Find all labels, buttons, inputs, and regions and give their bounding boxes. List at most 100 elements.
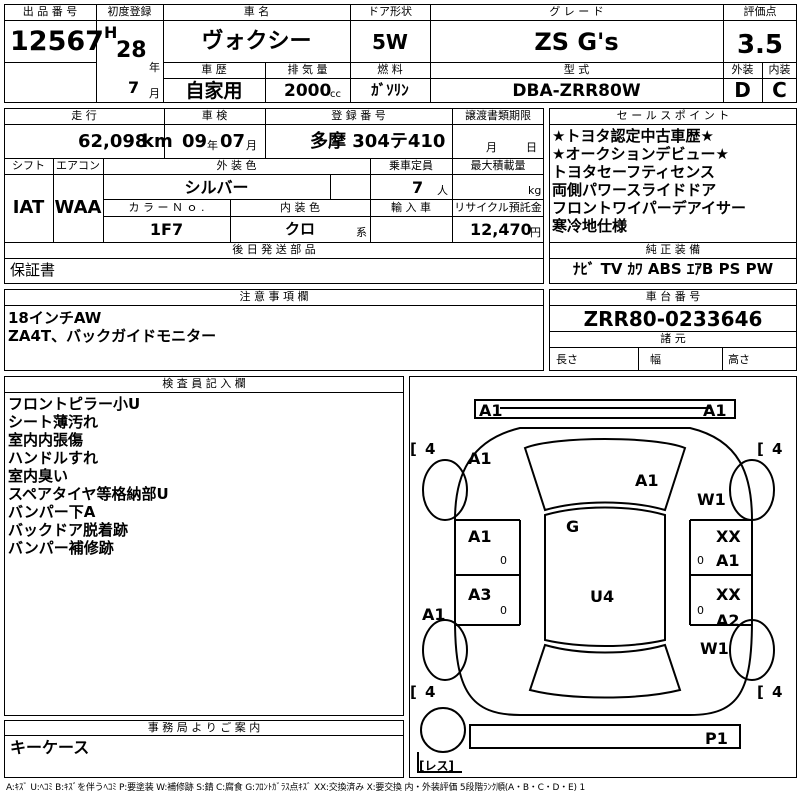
rear-right-wheel [729, 619, 775, 681]
notes-label: 注 意 事 項 欄 [239, 290, 309, 303]
inspector-note: シート薄汚れ [8, 413, 99, 431]
mark-right-front-door-top: XX [716, 527, 741, 546]
transfer-month-unit: 月 [486, 141, 497, 154]
displacement-label: 排 気 量 [287, 63, 328, 76]
body-outline [454, 427, 753, 716]
legend-footer: A:ｷｽﾞ U:ﾍｺﾐ B:ｷｽﾞを伴うﾍｺﾐ P:要塗装 W:補修跡 S:錆 … [6, 783, 585, 793]
office-block [4, 720, 404, 778]
office-text: キーケース [10, 738, 90, 757]
recycle-label: リサイクル預託金 [454, 201, 542, 214]
model-code: DBA-ZRR80W [512, 81, 641, 101]
car-name: ヴォクシー [201, 29, 312, 54]
first-reg-year: 28 [116, 38, 147, 63]
inspector-block [4, 376, 404, 716]
sales-points-list: ★トヨタ認定中古車歴★ ★オークションデビュー★ トヨタセーフティセンス 両側パ… [552, 127, 746, 235]
later-parts: 保証書 [10, 261, 56, 279]
notes-list: 18インチAW ZA4T、バックガイドモニター [8, 309, 216, 345]
spare-tire [420, 707, 466, 753]
zero-mark: 0 [697, 554, 704, 567]
month-unit: 月 [149, 87, 160, 100]
fuel-label: 燃 料 [377, 63, 403, 76]
sales-point: 寒冷地仕様 [552, 217, 628, 235]
spare-tire-label: [レス] [419, 759, 454, 773]
aircon-label: エアコン [56, 159, 100, 172]
mark-left-quarter: A1 [422, 605, 446, 624]
registration-number-label: 登 録 番 号 [331, 109, 386, 122]
tire-tread-rear-left-value: 4 [425, 683, 435, 701]
sales-point: フロントワイパーデアイサー [552, 199, 746, 217]
exterior-color-label: 外 装 色 [216, 159, 257, 172]
windshield [523, 438, 687, 512]
shift: IAT [12, 197, 45, 218]
inspector-label: 検 査 員 記 入 欄 [162, 377, 246, 390]
displacement: 2000 [284, 81, 332, 101]
inspector-note: ハンドルすれ [8, 449, 99, 467]
exterior-label: 外装 [731, 63, 754, 76]
later-parts-label: 後 日 発 送 部 品 [232, 243, 316, 256]
inspector-list: フロントピラー小U シート薄汚れ 室内内張傷 ハンドルすれ 室内臭い スペアタイ… [8, 395, 169, 557]
score: 3.5 [736, 30, 784, 60]
mark-roof: G [566, 517, 579, 536]
transfer-day-unit: 日 [526, 141, 537, 154]
shift-label: シフト [12, 159, 45, 172]
color-number: 1F7 [149, 220, 184, 239]
sales-points-block [549, 108, 797, 284]
car-name-label: 車 名 [243, 5, 270, 18]
inspector-note: バンパー補修跡 [8, 539, 114, 557]
door-type: 5W [372, 30, 408, 54]
zero-mark: 0 [500, 604, 507, 617]
mileage-unit: km [142, 131, 173, 152]
interior-grade: C [772, 78, 787, 102]
recycle-unit: 円 [530, 226, 541, 239]
front-left-wheel [422, 459, 468, 521]
inspector-note: フロントピラー小U [8, 395, 141, 413]
capacity-label: 乗車定員 [389, 159, 433, 172]
sales-point: ★トヨタ認定中古車歴★ [552, 127, 714, 145]
chassis-block [549, 289, 797, 371]
year-unit: 年 [149, 61, 160, 74]
length-label: 長さ [556, 353, 578, 366]
inspector-note: バックドア脱着跡 [8, 521, 129, 539]
mark-right-rear-door-top: XX [716, 585, 741, 604]
grade-label: グ レ ー ド [549, 5, 604, 18]
sales-point: ★オークションデビュー★ [552, 145, 729, 163]
equipment-label: 純 正 装 備 [645, 243, 701, 256]
tire-tread-front-left-value: 4 [425, 440, 435, 458]
header-block [4, 4, 797, 103]
capacity: 7 [412, 178, 424, 197]
rear-glass [528, 643, 682, 699]
inspector-note: 室内内張傷 [8, 431, 84, 449]
recycle-fee: 12,470 [470, 220, 532, 239]
mark-windshield: A1 [635, 471, 659, 490]
lot-number: 12567 [10, 26, 104, 57]
tire-tread-rear-left: [ [410, 683, 417, 701]
front-right-wheel [729, 459, 775, 521]
mileage: 62,098 [78, 131, 148, 152]
inspector-note: バンパー下A [8, 503, 96, 521]
inspection-month: 07 [220, 131, 246, 152]
sales-point: トヨタセーフティセンス [552, 163, 715, 181]
exterior-grade: D [734, 78, 751, 102]
mark-left-front-door: A1 [468, 527, 492, 546]
history-label: 車 歴 [201, 63, 227, 76]
mark-rear: P1 [705, 729, 728, 748]
mark-left-rear-door: A3 [468, 585, 492, 604]
office-label: 事 務 局 よ り ご 案 内 [147, 721, 261, 734]
interior-color-unit: 系 [356, 226, 367, 239]
exterior-color: シルバー [184, 178, 249, 197]
equipment-list: ﾅﾋﾞ TV ｶﾜ ABS ｴｱB PS PW [572, 260, 774, 278]
mark-front-left: A1 [479, 401, 503, 420]
grade: ZS G's [534, 28, 619, 56]
mark-front-right: A1 [703, 401, 727, 420]
mark-right-rear-door-bot: A2 [716, 611, 740, 630]
tire-tread-front-right: [ [757, 440, 764, 458]
sales-points-label: セ ー ル ス ポ イ ン ト [616, 109, 730, 122]
tire-tread-front-right-value: 4 [772, 440, 782, 458]
import-label: 輸 入 車 [391, 201, 431, 214]
mark-cabin: U4 [590, 587, 614, 606]
inspector-note: 室内臭い [8, 467, 69, 485]
dimensions-label: 諸 元 [660, 332, 686, 345]
displacement-unit: cc [330, 89, 341, 100]
rear-left-wheel [422, 619, 468, 681]
